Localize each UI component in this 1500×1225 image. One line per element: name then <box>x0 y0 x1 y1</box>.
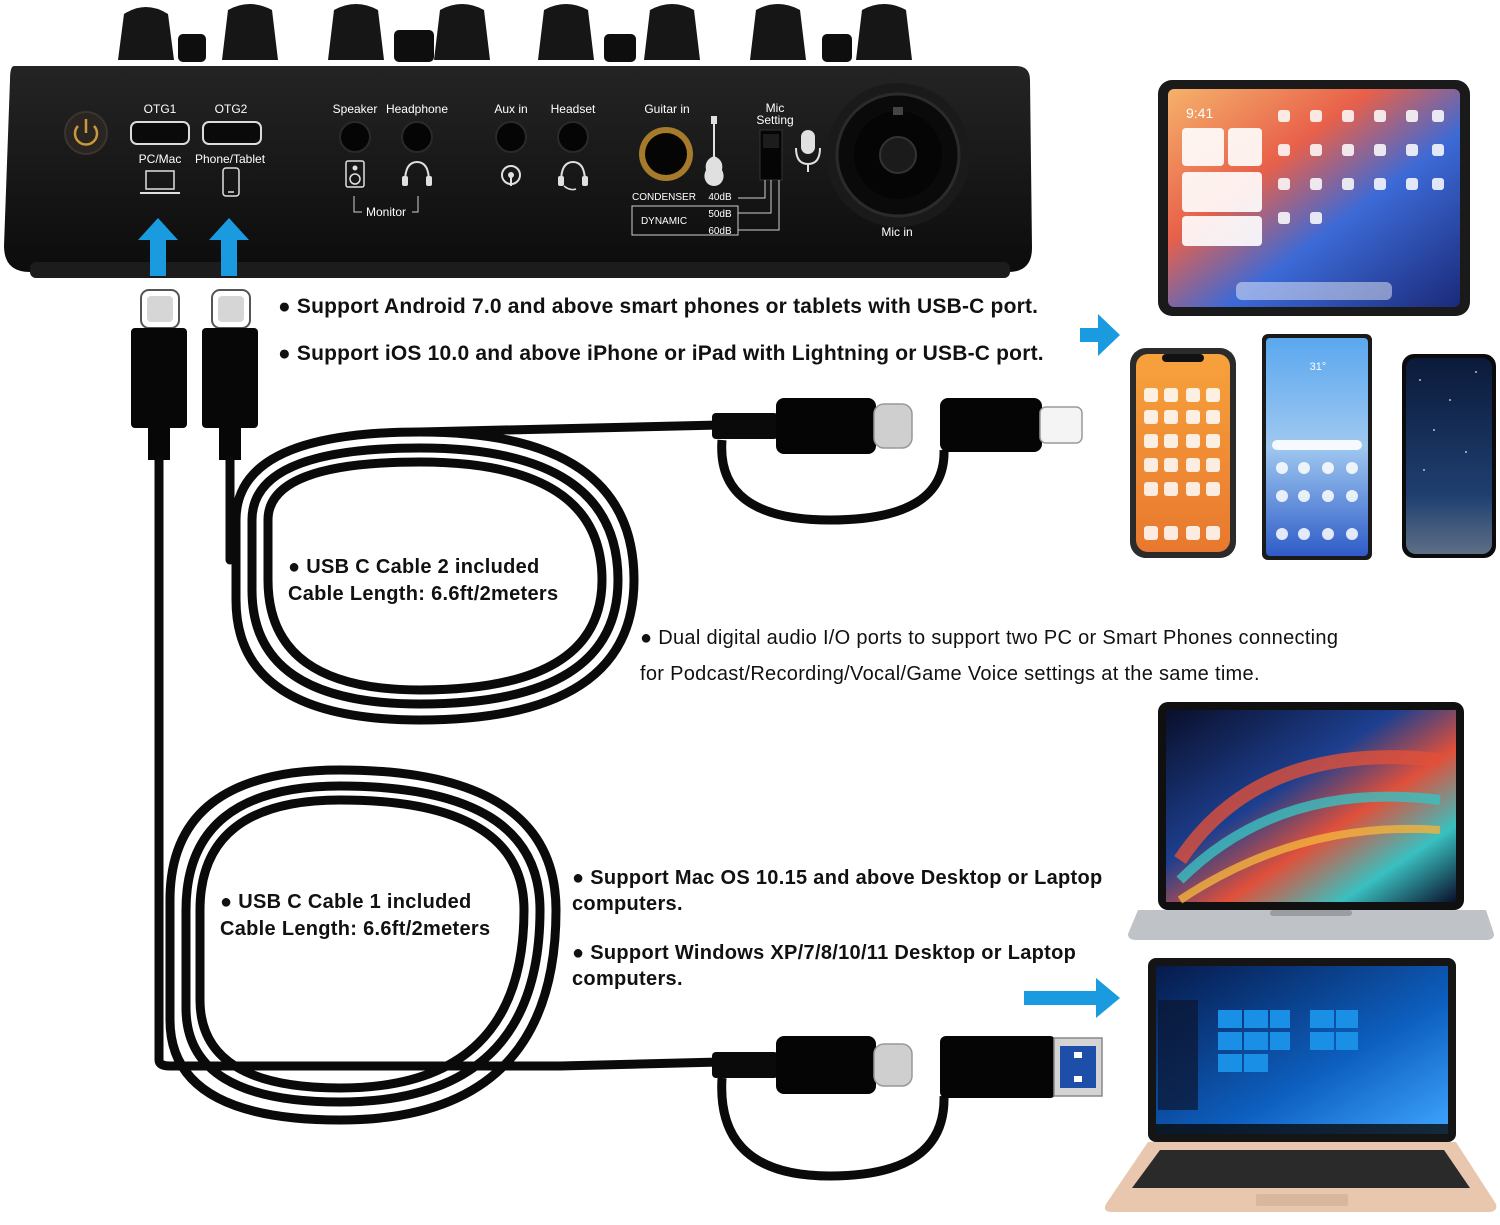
cable1-included-text: USB C Cable 1 included <box>238 891 472 913</box>
cable2-included-text: USB C Cable 2 included <box>306 556 540 578</box>
headset-label: Headset <box>551 102 596 116</box>
dual-port-text-line1: Dual digital audio I/O ports to support … <box>658 627 1339 649</box>
laptop-icon <box>140 170 180 194</box>
macbook-image <box>1128 702 1494 940</box>
windows-laptop-image <box>1104 958 1497 1212</box>
right-arrow-icon-computer <box>1024 978 1120 1018</box>
cable2-info: ● USB C Cable 2 included Cable Length: 6… <box>288 554 558 608</box>
phone-tablet-label: Phone/Tablet <box>195 152 266 166</box>
otg1-port <box>130 121 190 145</box>
ipad-clock: 9:41 <box>1186 105 1213 121</box>
mic-in-xlr-port <box>826 83 970 227</box>
mac-support-text-line2: computers. <box>572 893 683 915</box>
otg1-label: OTG1 <box>144 102 177 116</box>
mic-setting-label-line1: Mic <box>766 101 785 115</box>
guitar-icon <box>704 116 724 186</box>
aux-in-label: Aux in <box>494 102 527 116</box>
condenser-label: CONDENSER <box>632 192 696 203</box>
otg2-label: OTG2 <box>215 102 248 116</box>
phone-icon <box>222 167 240 197</box>
bullet-dot: ● <box>572 942 591 964</box>
mac-support-note: ● Support Mac OS 10.15 and above Desktop… <box>572 865 1103 917</box>
speaker-label: Speaker <box>333 102 378 116</box>
upload-arrow-icon-otg1 <box>138 218 178 276</box>
pc-mac-label: PC/Mac <box>139 152 182 166</box>
ios-support-text: Support iOS 10.0 and above iPhone or iPa… <box>296 342 1044 365</box>
usb-c-cable-connectors <box>131 289 258 460</box>
windows-support-text-line2: computers. <box>572 968 683 990</box>
power-icon <box>64 111 108 155</box>
bullet-dot: ● <box>278 295 297 318</box>
mic-setting-label-line2: Setting <box>756 113 793 127</box>
bullet-dot: ● <box>640 627 659 649</box>
mixer-knobs <box>118 4 912 62</box>
aux-in-jack <box>495 121 527 153</box>
headset-icon <box>558 160 588 191</box>
bullet-dot: ● <box>288 556 307 578</box>
dual-port-note: ● Dual digital audio I/O ports to suppor… <box>640 620 1338 692</box>
ios-support-note: ● Support iOS 10.0 and above iPhone or i… <box>278 342 1044 366</box>
cable2-length-text: Cable Length: 6.6ft/2meters <box>288 583 559 605</box>
headphone-label: Headphone <box>386 102 448 116</box>
headphone-jack <box>401 121 433 153</box>
headphone-icon <box>402 160 432 186</box>
headset-jack <box>557 121 589 153</box>
otg2-port <box>202 121 262 145</box>
weather-temperature: 31° <box>1310 361 1327 373</box>
db50-label: 50dB <box>708 209 732 220</box>
bullet-dot: ● <box>278 342 297 365</box>
upload-arrow-icon-otg2 <box>209 218 249 276</box>
usb-c-usb-a-adapter <box>712 1036 1103 1181</box>
iphone-image <box>1130 348 1236 558</box>
right-arrow-icon-mobile <box>1080 314 1120 356</box>
android-phone-image: 31° <box>1262 334 1372 560</box>
usb-c-cable-1 <box>154 455 725 1125</box>
mic-in-label: Mic in <box>881 225 912 239</box>
mac-support-text-line1: Support Mac OS 10.15 and above Desktop o… <box>590 867 1103 889</box>
speaker-jack <box>339 121 371 153</box>
bullet-dot: ● <box>220 891 239 913</box>
dual-port-text-line2: for Podcast/Recording/Vocal/Game Voice s… <box>640 663 1260 685</box>
android-support-note: ● Support Android 7.0 and above smart ph… <box>278 295 1038 319</box>
usb-c-cable-2 <box>225 420 725 725</box>
db60-label: 60dB <box>708 226 732 237</box>
aux-icon <box>501 165 521 186</box>
speaker-icon <box>345 160 365 188</box>
android-support-text: Support Android 7.0 and above smart phon… <box>296 295 1039 318</box>
usb-c-lightning-adapter <box>712 398 1083 525</box>
samsung-phone-image <box>1402 354 1496 558</box>
ipad-image: 9:41 <box>1158 80 1470 316</box>
cable1-length-text: Cable Length: 6.6ft/2meters <box>220 918 491 940</box>
windows-support-note: ● Support Windows XP/7/8/10/11 Desktop o… <box>572 940 1076 992</box>
windows-support-text-line1: Support Windows XP/7/8/10/11 Desktop or … <box>590 942 1077 964</box>
db40-label: 40dB <box>708 192 732 203</box>
dynamic-label: DYNAMIC <box>641 216 687 227</box>
monitor-label: Monitor <box>366 205 406 219</box>
cable1-info: ● USB C Cable 1 included Cable Length: 6… <box>220 889 490 943</box>
microphone-icon <box>795 130 821 172</box>
guitar-in-label: Guitar in <box>644 102 689 116</box>
bullet-dot: ● <box>572 867 591 889</box>
